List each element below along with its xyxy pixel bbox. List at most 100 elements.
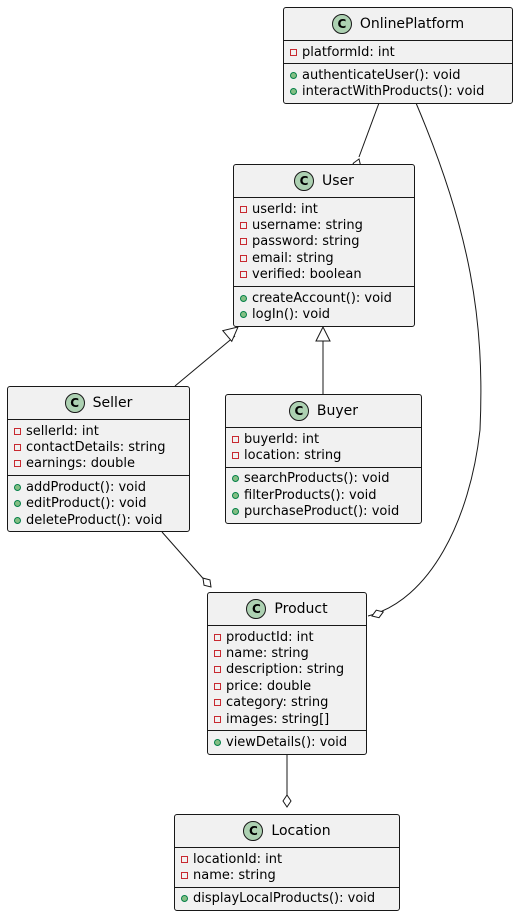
class-attributes: platformId: int <box>284 41 512 63</box>
attribute-row: images: string[] <box>214 711 366 727</box>
attribute-text: description: string <box>226 662 345 678</box>
private-visibility-icon <box>290 48 297 56</box>
edge-seller-product <box>161 531 212 588</box>
method-row: addProduct(): void <box>14 479 189 495</box>
class-onlineplatform[interactable]: C OnlinePlatform platformId: int authentica… <box>283 7 513 105</box>
class-header: C Seller <box>8 387 189 420</box>
attribute-text: name: string <box>226 646 309 662</box>
attribute-text: price: double <box>226 678 312 694</box>
attribute-row: earnings: double <box>14 456 189 472</box>
attribute-row: buyerId: int <box>232 431 421 447</box>
edge-seller-user <box>174 326 239 387</box>
class-header: C Buyer <box>226 395 421 428</box>
class-stereotype-icon: C <box>64 393 85 413</box>
class-stereotype-icon: C <box>243 821 264 841</box>
class-methods: viewDetails(): void <box>208 730 366 753</box>
class-stereotype-icon: C <box>246 599 267 619</box>
attribute-row: name: string <box>181 867 399 883</box>
private-visibility-icon <box>232 452 239 460</box>
attribute-text: platformId: int <box>302 44 395 60</box>
method-row: searchProducts(): void <box>232 471 421 487</box>
attribute-row: price: double <box>214 678 366 694</box>
attribute-text: locationId: int <box>193 851 283 867</box>
method-row: editProduct(): void <box>14 496 189 512</box>
class-stereotype-icon: C <box>331 14 352 34</box>
public-visibility-icon <box>232 491 239 499</box>
private-visibility-icon <box>214 699 221 707</box>
attribute-row: sellerId: int <box>14 423 189 439</box>
attribute-row: contactDetails: string <box>14 439 189 455</box>
inheritance-arrow-icon <box>221 326 239 343</box>
method-row: viewDetails(): void <box>214 734 366 750</box>
attribute-text: password: string <box>252 234 360 250</box>
aggregation-diamond-icon <box>202 577 212 588</box>
attribute-row: location: string <box>232 447 421 463</box>
class-name: User <box>322 173 354 189</box>
attribute-row: name: string <box>214 645 366 661</box>
attribute-row: locationId: int <box>181 851 399 867</box>
class-stereotype-icon: C <box>288 401 309 421</box>
private-visibility-icon <box>232 435 239 443</box>
private-visibility-icon <box>240 254 247 262</box>
public-visibility-icon <box>240 294 247 302</box>
public-visibility-icon <box>181 895 188 903</box>
attribute-text: verified: boolean <box>252 267 362 283</box>
public-visibility-icon <box>232 508 239 516</box>
public-visibility-icon <box>14 483 21 491</box>
class-name: Buyer <box>316 403 359 419</box>
edge-product-location <box>282 754 292 808</box>
private-visibility-icon <box>214 682 221 690</box>
method-text: createAccount(): void <box>252 290 392 306</box>
attribute-text: userId: int <box>252 201 318 217</box>
method-text: editProduct(): void <box>26 496 147 512</box>
private-visibility-icon <box>214 650 221 658</box>
method-row: createAccount(): void <box>240 290 414 306</box>
private-visibility-icon <box>14 460 21 468</box>
attribute-row: description: string <box>214 662 366 678</box>
attribute-text: productId: int <box>226 629 314 645</box>
method-row: filterProducts(): void <box>232 487 421 503</box>
attribute-text: sellerId: int <box>26 423 99 439</box>
method-row: displayLocalProducts(): void <box>181 891 399 907</box>
attribute-row: userId: int <box>240 201 414 217</box>
class-name: Location <box>271 823 331 839</box>
method-text: logIn(): void <box>252 307 331 323</box>
method-row: deleteProduct(): void <box>14 512 189 528</box>
private-visibility-icon <box>214 633 221 641</box>
method-text: viewDetails(): void <box>226 735 348 751</box>
class-name: Seller <box>92 395 133 411</box>
class-stereotype-icon: C <box>294 171 315 191</box>
attribute-text: username: string <box>252 218 363 234</box>
attribute-row: category: string <box>214 695 366 711</box>
attribute-row: verified: boolean <box>240 267 414 283</box>
attribute-text: category: string <box>226 695 329 711</box>
method-row: authenticateUser(): void <box>290 67 512 83</box>
attribute-row: email: string <box>240 250 414 266</box>
method-row: purchaseProduct(): void <box>232 504 421 520</box>
public-visibility-icon <box>240 311 247 319</box>
attribute-text: buyerId: int <box>244 431 320 447</box>
class-header: C Location <box>175 815 399 848</box>
method-text: deleteProduct(): void <box>26 512 163 528</box>
private-visibility-icon <box>240 205 247 213</box>
attribute-text: earnings: double <box>26 456 136 472</box>
method-text: addProduct(): void <box>26 479 146 495</box>
attribute-text: contactDetails: string <box>26 440 166 456</box>
private-visibility-icon <box>181 872 188 880</box>
private-visibility-icon <box>240 238 247 246</box>
method-row: logIn(): void <box>240 306 414 322</box>
class-name: OnlinePlatform <box>359 16 465 32</box>
attribute-row: platformId: int <box>290 44 512 60</box>
